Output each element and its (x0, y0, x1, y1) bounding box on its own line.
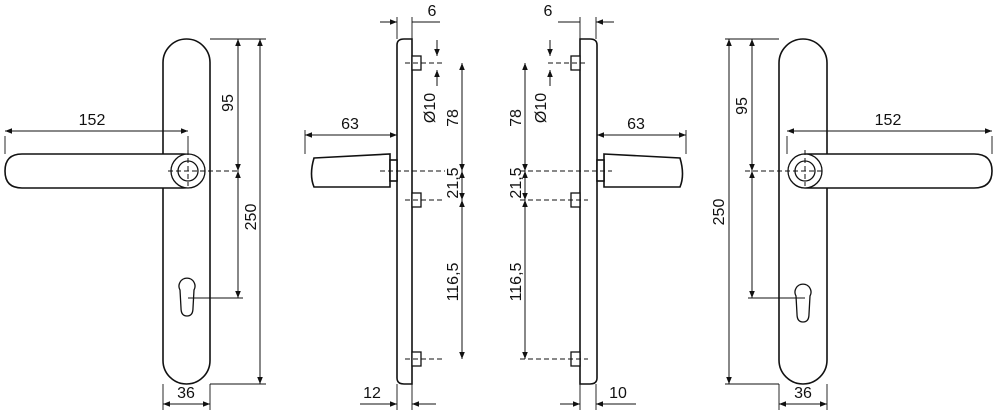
left-front-height-label: 250 (243, 204, 260, 231)
left-side-lever (310, 153, 391, 188)
right-front-width-label: 36 (794, 385, 812, 402)
right-side-hole-label: Ø10 (533, 93, 550, 123)
left-front-top-to-axis-label: 95 (220, 94, 237, 112)
left-side-depth-label: 63 (341, 116, 359, 133)
left-side-axis-label: 21,5 (445, 167, 462, 198)
left-front-backplate (162, 38, 211, 385)
left-side-lower-label: 116,5 (445, 262, 462, 301)
left-side-top-offset-label: 6 (428, 3, 437, 20)
left-front-width-label: 36 (177, 385, 195, 402)
left-front-view: 152 95 250 36 (4, 38, 266, 410)
right-side-lever (603, 153, 684, 188)
right-front-length-label: 152 (875, 112, 902, 129)
right-side-axis-label: 21,5 (508, 167, 525, 198)
left-side-hole-label: Ø10 (422, 93, 439, 123)
right-front-top-to-axis-label: 95 (734, 97, 751, 115)
left-side-upper-label: 78 (445, 109, 462, 127)
left-front-keyhole (178, 277, 196, 317)
right-front-backplate (778, 38, 828, 385)
right-front-keyhole (794, 283, 812, 323)
left-side-view: 6 Ø10 78 21,5 116,5 63 12 (304, 3, 465, 410)
right-side-top-offset-label: 6 (544, 3, 553, 20)
right-front-view: 152 95 250 36 (711, 38, 993, 410)
right-side-backplate (579, 38, 598, 385)
right-side-depth-label: 63 (627, 116, 645, 133)
right-front-height-label: 250 (711, 199, 728, 226)
left-front-length-label: 152 (79, 112, 106, 129)
right-side-view: 6 Ø10 78 21,5 116,5 63 10 (508, 3, 687, 410)
left-side-backplate (396, 38, 413, 385)
right-side-thickness-label: 10 (609, 385, 627, 402)
left-side-thickness-label: 12 (363, 385, 381, 402)
right-side-upper-label: 78 (508, 109, 525, 127)
right-side-lower-label: 116,5 (508, 262, 525, 301)
